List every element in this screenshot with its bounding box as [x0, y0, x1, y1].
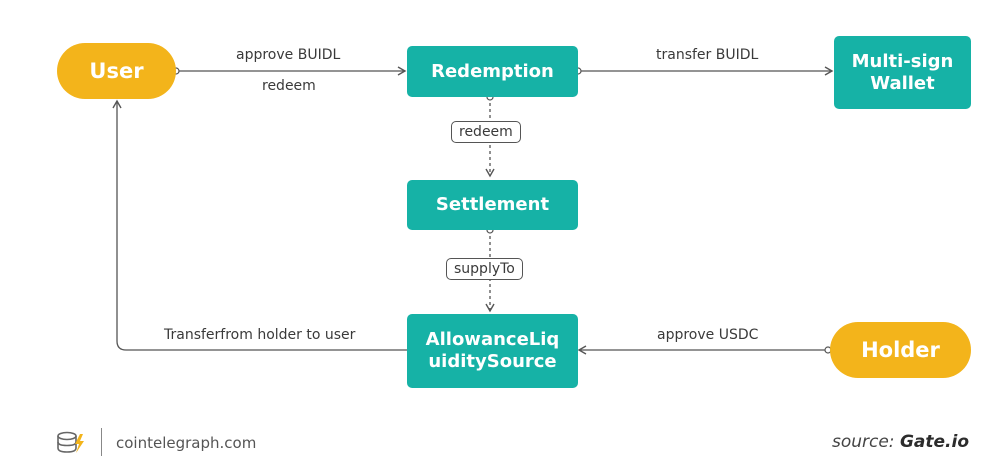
- allowance-label-line1: AllowanceLiq: [425, 329, 560, 350]
- allowance-liquidity-source-node: AllowanceLiq uiditySource: [407, 314, 578, 388]
- supplyto-box-label: supplyTo: [446, 258, 523, 280]
- wallet-label-line1: Multi-sign: [851, 50, 954, 72]
- redemption-label: Redemption: [431, 60, 554, 82]
- footer-divider: [101, 428, 102, 456]
- edge-allowance-user: [112, 99, 407, 351]
- transfer-buidl-label: transfer BUIDL: [656, 47, 759, 63]
- redemption-node: Redemption: [407, 46, 578, 97]
- approve-usdc-label: approve USDC: [657, 327, 759, 343]
- cointelegraph-logo-icon: [57, 431, 84, 453]
- source-prefix: source:: [831, 432, 895, 452]
- multisign-wallet-node: Multi-sign Wallet: [834, 36, 971, 109]
- user-label: User: [89, 59, 144, 83]
- settlement-label: Settlement: [435, 194, 550, 215]
- settlement-node: Settlement: [407, 180, 578, 230]
- redeem-box-label: redeem: [451, 121, 521, 143]
- allowance-label-line2: uiditySource: [428, 351, 557, 372]
- source-name: Gate.io: [899, 432, 969, 452]
- redeem-label: redeem: [262, 78, 316, 94]
- transferfrom-label: Transferfrom holder to user: [164, 327, 356, 343]
- user-node: User: [57, 43, 176, 99]
- holder-label: Holder: [861, 338, 940, 362]
- holder-node: Holder: [830, 322, 971, 378]
- source-credit: source: Gate.io: [832, 432, 969, 452]
- site-name: cointelegraph.com: [116, 434, 257, 452]
- approve-buidl-label: approve BUIDL: [236, 47, 341, 63]
- wallet-label-line2: Wallet: [870, 72, 935, 94]
